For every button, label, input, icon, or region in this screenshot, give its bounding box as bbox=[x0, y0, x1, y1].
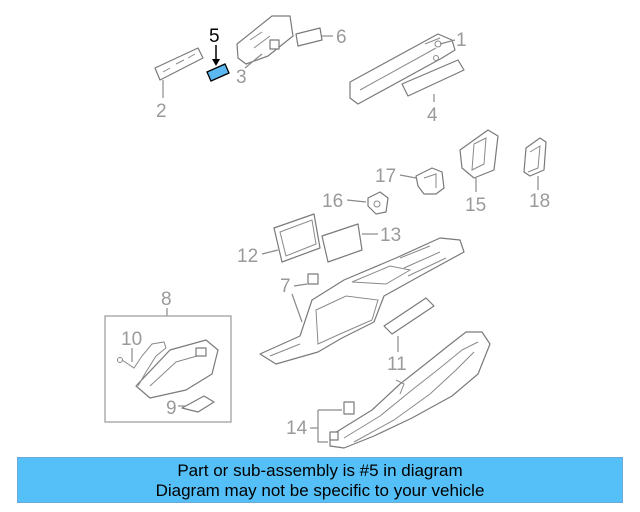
callout-8[interactable]: 8 bbox=[161, 289, 172, 310]
callout-10[interactable]: 10 bbox=[121, 329, 142, 350]
part-2[interactable] bbox=[154, 47, 204, 81]
part-10[interactable] bbox=[117, 341, 167, 387]
callout-17[interactable]: 17 bbox=[375, 166, 396, 187]
callout-12[interactable]: 12 bbox=[237, 246, 258, 267]
parts-diagram: 2 3 5 6 1 4 15 18 bbox=[104, 15, 550, 449]
callout-3[interactable]: 3 bbox=[236, 67, 247, 88]
part-4[interactable] bbox=[401, 59, 465, 97]
callout-16[interactable]: 16 bbox=[322, 191, 343, 212]
callout-11[interactable]: 11 bbox=[387, 354, 407, 375]
banner-line-2: Diagram may not be specific to your vehi… bbox=[155, 481, 485, 500]
part-13[interactable] bbox=[321, 223, 363, 263]
callout-2[interactable]: 2 bbox=[156, 101, 167, 122]
callout-14[interactable]: 14 bbox=[286, 418, 308, 439]
part-7[interactable] bbox=[307, 273, 319, 285]
part-1[interactable] bbox=[349, 33, 456, 105]
part-18[interactable] bbox=[523, 137, 547, 177]
part-6[interactable] bbox=[295, 27, 323, 47]
banner-line-1: Part or sub-assembly is #5 in diagram bbox=[177, 461, 463, 480]
part-9[interactable] bbox=[181, 395, 215, 413]
lower-trim-assembly[interactable] bbox=[329, 331, 491, 449]
part-14[interactable] bbox=[329, 401, 355, 441]
part-17[interactable] bbox=[415, 167, 445, 195]
callout-15[interactable]: 15 bbox=[465, 195, 486, 216]
part-11[interactable] bbox=[383, 297, 435, 335]
callout-18[interactable]: 18 bbox=[529, 191, 550, 212]
callout-13[interactable]: 13 bbox=[380, 225, 401, 246]
callout-9[interactable]: 9 bbox=[166, 398, 177, 419]
part-15[interactable] bbox=[459, 129, 499, 179]
part-12[interactable] bbox=[273, 213, 321, 263]
part-8-group-box bbox=[104, 315, 232, 423]
info-banner: Part or sub-assembly is #5 in diagram Di… bbox=[17, 457, 623, 503]
callout-5[interactable]: 5 bbox=[209, 26, 220, 47]
part-8-glove-box[interactable] bbox=[135, 339, 219, 399]
part-16[interactable] bbox=[367, 191, 389, 215]
callout-4[interactable]: 4 bbox=[427, 105, 438, 126]
callout-1[interactable]: 1 bbox=[456, 30, 467, 51]
instrument-panel-lower[interactable] bbox=[259, 237, 465, 365]
callout-6[interactable]: 6 bbox=[336, 27, 347, 48]
part-3[interactable] bbox=[236, 15, 294, 65]
callout-7[interactable]: 7 bbox=[280, 276, 291, 297]
part-5-highlighted[interactable] bbox=[206, 63, 230, 82]
